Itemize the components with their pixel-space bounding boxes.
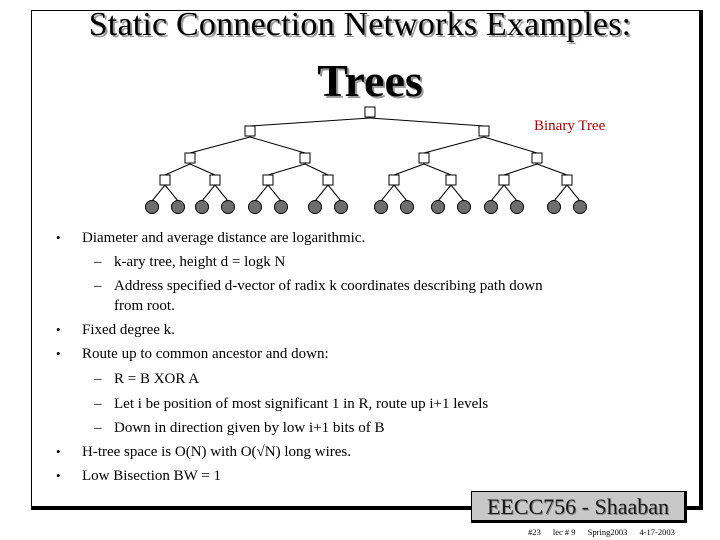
bullet-marker: •	[56, 322, 61, 337]
dash-marker: –	[94, 254, 102, 270]
bullet-item: • Fixed degree k.	[56, 318, 676, 342]
processor-leaf-node	[484, 200, 498, 214]
dash-marker: –	[94, 371, 102, 387]
sub-bullet-text: from root.	[114, 298, 175, 314]
switch-node	[322, 174, 334, 186]
slide-title: Static Connection Networks Examples:	[88, 6, 632, 43]
dash-marker: –	[94, 278, 102, 294]
processor-leaf-node	[274, 200, 288, 214]
switch-node	[478, 125, 490, 137]
processor-leaf-node	[221, 200, 235, 214]
bullet-item: • H-tree space is O(N) with O(√N) long w…	[56, 440, 676, 464]
sub-bullet-continuation: from root.	[56, 294, 676, 318]
slide-footer: #23 lec # 9 Spring2003 4-17-2003	[528, 527, 685, 537]
slide-frame	[31, 10, 703, 510]
bullet-text: Diameter and average distance are logari…	[82, 230, 366, 246]
bullet-item: • Diameter and average distance are loga…	[56, 226, 676, 250]
sub-bullet-item: – k-ary tree, height d = logk N	[56, 250, 676, 274]
switch-node	[364, 106, 376, 118]
bullet-marker: •	[56, 230, 61, 245]
switch-node	[388, 174, 400, 186]
processor-leaf-node	[457, 200, 471, 214]
binary-tree-label: Binary Tree	[534, 118, 606, 134]
bullet-text: Fixed degree k.	[82, 322, 175, 338]
switch-node	[561, 174, 573, 186]
processor-leaf-node	[171, 200, 185, 214]
processor-leaf-node	[248, 200, 262, 214]
switch-node	[159, 174, 171, 186]
processor-leaf-node	[573, 200, 587, 214]
processor-leaf-node	[334, 200, 348, 214]
processor-leaf-node	[431, 200, 445, 214]
bullet-item: • Route up to common ancestor and down:	[56, 342, 676, 367]
processor-leaf-node	[145, 200, 159, 214]
processor-leaf-node	[374, 200, 388, 214]
course-badge: EECC756 - Shaaban	[471, 491, 687, 523]
bullet-item: • Low Bisection BW = 1	[56, 464, 676, 488]
processor-leaf-node	[308, 200, 322, 214]
sub-bullet-item: – R = B XOR A	[56, 367, 676, 392]
switch-node	[244, 125, 256, 137]
switch-node	[299, 152, 311, 164]
lecture-number: lec # 9	[552, 527, 576, 537]
dash-marker: –	[94, 420, 102, 436]
sub-bullet-item: – Down in direction given by low i+1 bit…	[56, 416, 676, 440]
switch-node	[445, 174, 457, 186]
processor-leaf-node	[510, 200, 524, 214]
sub-bullet-text: Let i be position of most significant 1 …	[114, 396, 489, 412]
sub-bullet-text: Address specified d-vector of radix k co…	[114, 278, 543, 294]
sub-bullet-item: – Let i be position of most significant …	[56, 392, 676, 416]
sub-bullet-item: – Address specified d-vector of radix k …	[56, 274, 676, 294]
slide-subtitle: Trees	[317, 55, 423, 106]
term: Spring2003	[587, 527, 628, 537]
switch-node	[531, 152, 543, 164]
bullet-marker: •	[56, 444, 61, 459]
processor-leaf-node	[400, 200, 414, 214]
bullet-marker: •	[56, 346, 61, 361]
switch-node	[184, 152, 196, 164]
bullet-marker: •	[56, 468, 61, 483]
bullet-text: Low Bisection BW = 1	[82, 468, 222, 484]
switch-node	[209, 174, 221, 186]
processor-leaf-node	[547, 200, 561, 214]
date: 4-17-2003	[639, 527, 675, 537]
bullet-text: H-tree space is O(N) with O(√N) long wir…	[82, 444, 351, 460]
bullet-text: Route up to common ancestor and down:	[82, 346, 329, 362]
processor-leaf-node	[195, 200, 209, 214]
dash-marker: –	[94, 396, 102, 412]
sub-bullet-text: R = B XOR A	[114, 371, 200, 387]
slide-number: #23	[528, 527, 541, 537]
bullet-list: • Diameter and average distance are loga…	[56, 226, 676, 488]
switch-node	[498, 174, 510, 186]
sub-bullet-text: Down in direction given by low i+1 bits …	[114, 420, 385, 436]
switch-node	[262, 174, 274, 186]
switch-node	[418, 152, 430, 164]
sub-bullet-text: k-ary tree, height d = logk N	[114, 254, 286, 270]
